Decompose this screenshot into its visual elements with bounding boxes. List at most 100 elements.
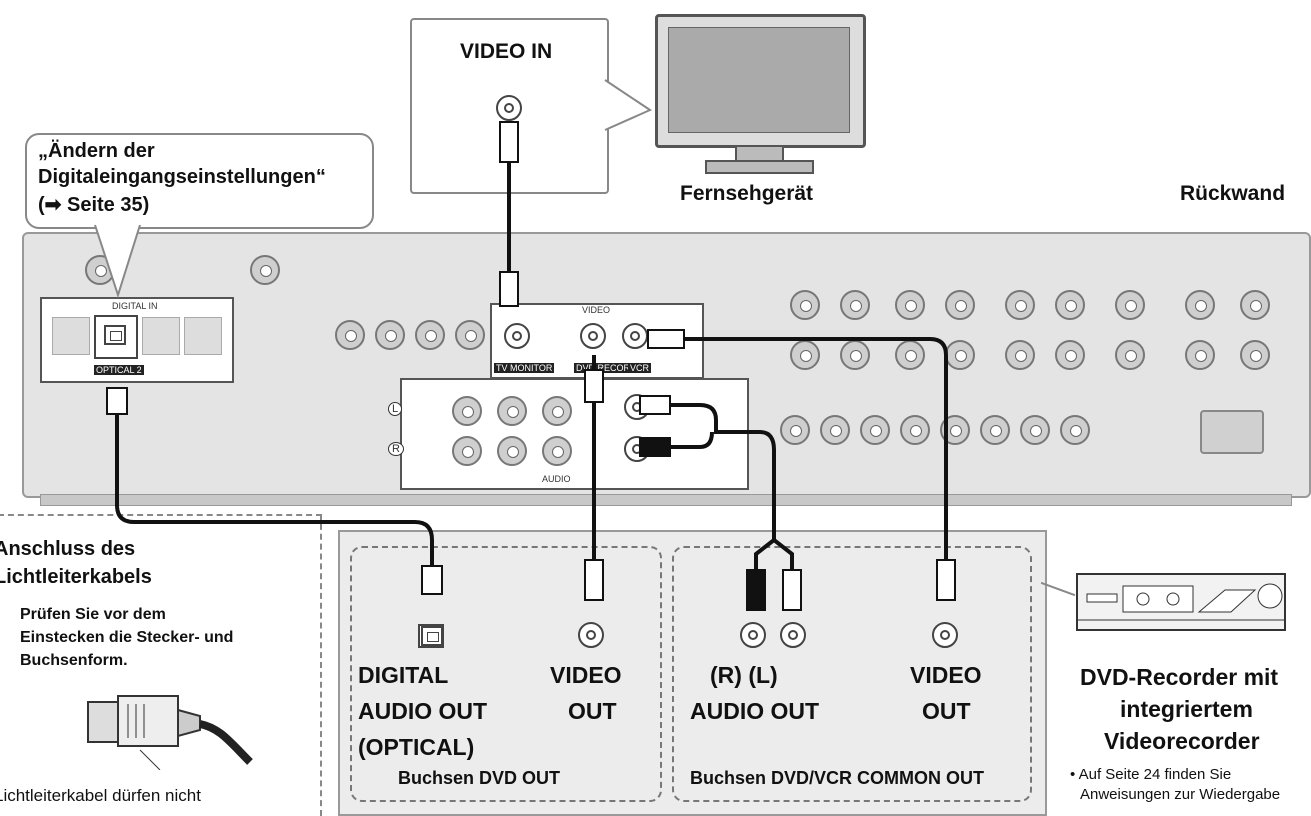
audio-input-jack bbox=[497, 436, 527, 466]
tv-screen-frame bbox=[655, 14, 866, 148]
recorder-audio-out-l-jack bbox=[780, 622, 806, 648]
speaker-terminal bbox=[790, 340, 820, 370]
speaker-terminal bbox=[945, 290, 975, 320]
dvd-out-group-label: Buchsen DVD OUT bbox=[398, 768, 561, 788]
video-out-tv-monitor-jack bbox=[504, 323, 530, 349]
audio-panel: AUDIO L R bbox=[388, 378, 749, 490]
svideo-jack bbox=[335, 320, 365, 350]
pre-out-terminal bbox=[900, 415, 930, 445]
speaker-terminal bbox=[1240, 290, 1270, 320]
speaker-terminal bbox=[1185, 290, 1215, 320]
audio-out-label: AUDIO OUT bbox=[690, 698, 820, 724]
speaker-terminal bbox=[1240, 340, 1270, 370]
optical-note-text-line3: Buchsenform. bbox=[20, 652, 128, 669]
audio-r-marker: R bbox=[388, 442, 404, 456]
digital-in-bubble-line3: (➡ Seite 35) bbox=[38, 194, 150, 216]
optical-note-text-line2: Einstecken die Stecker- und bbox=[20, 629, 234, 646]
speaker-terminal bbox=[790, 290, 820, 320]
recorder-connections-panel bbox=[338, 530, 1047, 816]
pre-out-terminal bbox=[860, 415, 890, 445]
vcr-plug-receiver bbox=[647, 329, 685, 349]
speaker-terminal bbox=[895, 290, 925, 320]
audio-input-jack bbox=[452, 396, 482, 426]
digital-in-settings-bubble bbox=[25, 133, 374, 229]
svideo-jack bbox=[375, 320, 405, 350]
audio-l-marker: L bbox=[388, 402, 403, 416]
pre-out-terminal bbox=[1020, 415, 1050, 445]
video-out-1-line1: VIDEO bbox=[550, 662, 622, 688]
audio-input-jack bbox=[542, 436, 572, 466]
optical-port-icon bbox=[421, 626, 443, 646]
antenna-jack bbox=[250, 255, 280, 285]
coaxial2-jack bbox=[184, 317, 222, 355]
tv-base bbox=[705, 160, 814, 174]
digital-audio-out-line2: AUDIO OUT bbox=[358, 698, 488, 724]
recorder-audio-out-r-jack bbox=[740, 622, 766, 648]
device-name-line2: integriertem bbox=[1120, 696, 1253, 722]
speaker-terminal bbox=[1005, 340, 1035, 370]
vcr-plug-recorder bbox=[936, 559, 956, 601]
optical-note-box bbox=[0, 514, 322, 816]
video-in-dvd-recorder-jack bbox=[580, 323, 606, 349]
digital-audio-out-line3: (OPTICAL) bbox=[358, 734, 475, 760]
speaker-terminal bbox=[1115, 340, 1145, 370]
pre-out-terminal bbox=[780, 415, 810, 445]
digital-bubble-pointer bbox=[94, 224, 141, 299]
audio-label: AUDIO bbox=[542, 474, 571, 484]
receiver-bottom-strip bbox=[40, 494, 1292, 506]
video-in-bubble-pointer bbox=[604, 79, 653, 131]
optical1-jack bbox=[52, 317, 90, 355]
video-out-2-line1: VIDEO bbox=[910, 662, 982, 688]
digital-in-label: DIGITAL IN bbox=[112, 301, 158, 311]
recorder-video-out-jack-2 bbox=[932, 622, 958, 648]
tv-monitor-label: TV MONITOR bbox=[494, 363, 555, 373]
dvd-recorder-label: DVD RECORDER bbox=[574, 363, 652, 373]
common-out-group bbox=[672, 546, 1032, 802]
speaker-terminal bbox=[895, 340, 925, 370]
speaker-terminal bbox=[1185, 340, 1215, 370]
video-out-1-line2: OUT bbox=[568, 698, 617, 724]
audio-cable-r bbox=[660, 431, 714, 449]
optical-note-title-line1: Anschluss des bbox=[0, 538, 136, 560]
tv-label: Fernsehgerät bbox=[680, 182, 814, 205]
tv-cable-plug-bottom bbox=[499, 271, 519, 307]
pre-out-terminal bbox=[980, 415, 1010, 445]
audio-input-jack bbox=[497, 396, 527, 426]
coaxial1-jack bbox=[142, 317, 180, 355]
common-out-group-label: Buchsen DVD/VCR COMMON OUT bbox=[690, 768, 985, 788]
speaker-terminal bbox=[1005, 290, 1035, 320]
digital-in-panel: DIGITAL IN OPTICAL 2 bbox=[40, 297, 234, 383]
optical-plug-receiver bbox=[106, 387, 128, 415]
svideo-jack bbox=[455, 320, 485, 350]
pre-out-terminal bbox=[1060, 415, 1090, 445]
dvd-out-group bbox=[350, 546, 662, 802]
device-name-line1: DVD-Recorder mit bbox=[1080, 664, 1279, 690]
speaker-terminal bbox=[1055, 290, 1085, 320]
optical-plug-illustration bbox=[87, 695, 253, 770]
tv-video-in-jack bbox=[496, 95, 522, 121]
tv-screen bbox=[668, 27, 850, 133]
video-in-label: VIDEO IN bbox=[460, 40, 553, 63]
audio-plug-r bbox=[639, 437, 671, 457]
digital-in-bubble-line2: Digitaleingangseinstellungen“ bbox=[38, 166, 326, 188]
vcr-label: VCR bbox=[628, 363, 652, 373]
device-note-line2: Anweisungen zur Wiedergabe bbox=[1080, 786, 1281, 803]
audio-plug-recorder-r bbox=[746, 569, 766, 611]
tv-cable-plug-top bbox=[499, 121, 519, 163]
optical2-label: OPTICAL 2 bbox=[94, 365, 144, 375]
audio-input-jack bbox=[542, 396, 572, 426]
video-in-vcr-jack bbox=[622, 323, 648, 349]
device-name-line3: Videorecorder bbox=[1104, 728, 1260, 754]
audio-input-jack bbox=[452, 436, 482, 466]
digital-in-bubble-line1: „Ändern der bbox=[38, 140, 155, 162]
optical-note-title-line2: Lichtleiterkabels bbox=[0, 566, 152, 588]
dvd-video-plug-top bbox=[584, 369, 604, 403]
speaker-terminal bbox=[945, 340, 975, 370]
pre-out-terminal bbox=[820, 415, 850, 445]
device-note-line1: • Auf Seite 24 finden Sie bbox=[1070, 766, 1232, 783]
svideo-jack bbox=[415, 320, 445, 350]
recorder-optical-jack bbox=[418, 624, 444, 648]
audio-plug-l bbox=[639, 395, 671, 415]
video-out-2-line2: OUT bbox=[922, 698, 971, 724]
